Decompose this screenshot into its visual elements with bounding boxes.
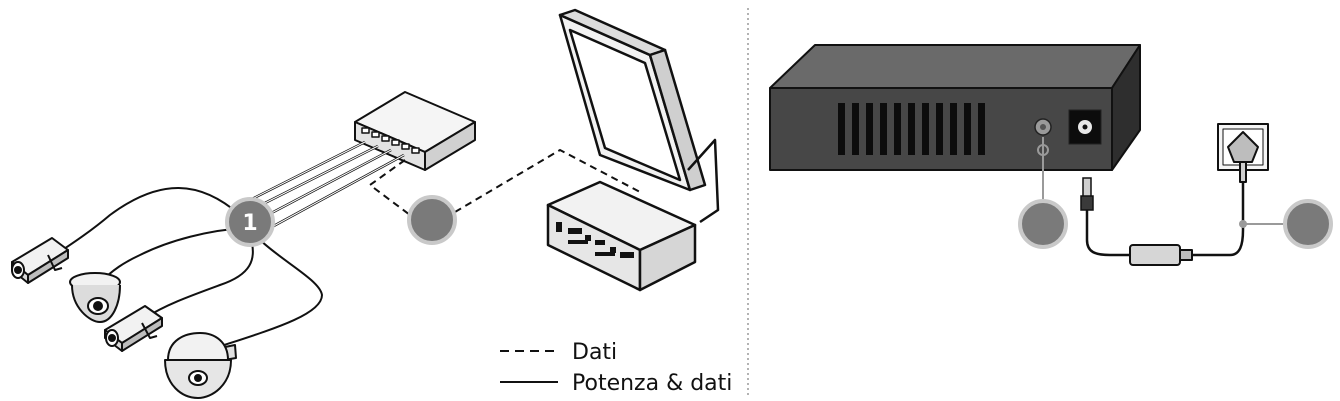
legend: Dati Potenza & dati: [500, 340, 732, 396]
poe-switch-badge-number: 1: [242, 211, 257, 236]
ventilation-grille: [838, 103, 985, 155]
poe-switch-icon: [354, 91, 476, 171]
legend-data-label: Dati: [572, 340, 617, 365]
power-adapter-cable: [1085, 180, 1245, 257]
power-adapter-brick-icon: [1129, 244, 1193, 266]
mains-wire-dot: [1239, 220, 1247, 228]
dc-plug-icon: [1080, 177, 1094, 211]
ground-wire-ring: [1037, 144, 1049, 156]
mains-power-badge: [1283, 199, 1333, 249]
data-link-dashed: [368, 148, 641, 216]
ground-badge: [1018, 199, 1068, 249]
dome-camera-icon: [69, 272, 121, 323]
right-panel-power-connection: [769, 44, 1333, 266]
ground-screw-icon: [1034, 118, 1052, 136]
bullet-camera-icon: [104, 305, 163, 352]
bullet-camera-icon: [11, 237, 69, 284]
wall-socket-icon: [1217, 123, 1269, 183]
ptz-dome-camera-icon: [164, 332, 237, 399]
dc-power-jack-icon: [1068, 109, 1102, 145]
legend-power-data-label: Potenza & dati: [572, 371, 732, 396]
poe-switch-badge: 1: [225, 197, 275, 247]
data-link-badge: [407, 195, 457, 245]
camera-cables: [54, 187, 324, 349]
left-panel-network-topology: 1: [11, 8, 732, 399]
poe-cable-bundle-inner: [249, 141, 405, 229]
monitor-icon: [558, 8, 720, 224]
nvr-recorder-icon: [546, 180, 697, 292]
